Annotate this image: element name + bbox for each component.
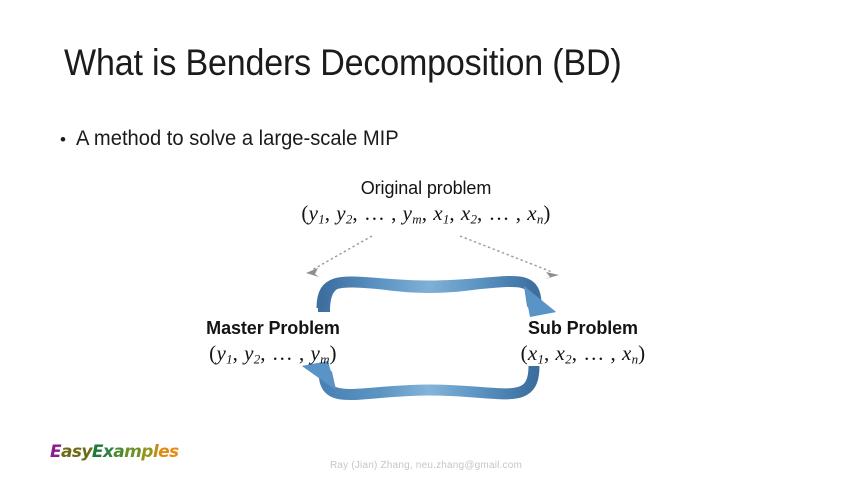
- formula-var: y: [310, 341, 321, 365]
- formula-comma: ,: [421, 201, 434, 225]
- formula-open-paren: (: [209, 341, 217, 365]
- original-to-master-dotted-arrow: [306, 235, 373, 277]
- logo-letter-4: E: [91, 442, 104, 462]
- formula-sub: n: [631, 351, 639, 367]
- formula-close-paren: ): [329, 341, 337, 365]
- master-problem-formula: (y1, y2, … , ym): [168, 341, 378, 368]
- bullet-marker-icon: •: [60, 130, 66, 149]
- formula-sub: 1: [442, 211, 450, 227]
- formula-open-paren: (: [520, 341, 528, 365]
- formula-var: x: [527, 341, 538, 365]
- formula-open-paren: (: [301, 201, 309, 225]
- formula-var: x: [621, 341, 632, 365]
- formula-var: x: [460, 201, 471, 225]
- formula-ellipsis: , … ,: [476, 201, 528, 225]
- logo-letter-6: a: [113, 442, 125, 462]
- formula-sub: 1: [226, 351, 233, 367]
- formula-ellipsis: , … ,: [571, 341, 622, 365]
- formula-sub: 1: [537, 351, 545, 367]
- logo-letter-10: e: [158, 442, 170, 462]
- sub-problem-formula: (x1, x2, … , xn): [478, 341, 688, 368]
- logo-letter-11: s: [169, 442, 179, 462]
- master-to-sub-arrow: [316, 276, 556, 317]
- master-problem-label: Master Problem: [206, 318, 340, 338]
- formula-var: x: [527, 201, 537, 225]
- sub-to-master-arrow: [302, 361, 540, 400]
- logo-letter-0: E: [50, 442, 62, 462]
- formula-comma: ,: [232, 341, 245, 365]
- formula-comma: ,: [324, 201, 337, 225]
- formula-var: y: [308, 201, 319, 225]
- formula-var: y: [402, 201, 413, 225]
- bullet-text: A method to solve a large-scale MIP: [76, 127, 399, 150]
- formula-sub: 2: [565, 351, 572, 367]
- formula-comma: ,: [544, 341, 556, 365]
- list-item: • A method to solve a large-scale MIP: [60, 127, 760, 151]
- formula-var: y: [336, 201, 346, 225]
- logo-letter-9: l: [152, 442, 159, 462]
- formula-sub: m: [320, 351, 330, 367]
- original-problem-label: Original problem: [360, 178, 492, 198]
- formula-var: y: [216, 341, 227, 365]
- master-problem-node: Master Problem (y1, y2, … , ym): [168, 318, 378, 368]
- formula-var: x: [555, 341, 566, 365]
- formula-sub: 1: [318, 211, 325, 227]
- formula-close-paren: ): [638, 341, 646, 365]
- formula-var: y: [244, 341, 254, 365]
- original-problem-formula: (y1, y2, … , ym, x1, x2, … , xn): [276, 201, 576, 228]
- easyexamples-logo: EasyExamples: [50, 444, 179, 461]
- formula-sub: 2: [470, 211, 477, 227]
- formula-var: x: [433, 201, 443, 225]
- logo-letter-1: a: [61, 442, 72, 462]
- formula-ellipsis: , … ,: [260, 341, 311, 365]
- logo-letter-8: p: [141, 442, 153, 462]
- page-title: What is Benders Decomposition (BD): [64, 42, 622, 83]
- formula-sub: 2: [345, 211, 353, 227]
- formula-close-paren: ): [543, 201, 551, 225]
- formula-sub: m: [412, 211, 422, 227]
- formula-sub: 2: [253, 351, 261, 367]
- sub-problem-node: Sub Problem (x1, x2, … , xn): [478, 318, 688, 368]
- formula-sub: n: [536, 211, 544, 227]
- original-to-sub-dotted-arrow: [459, 235, 559, 279]
- logo-letter-5: x: [102, 442, 114, 462]
- sub-problem-label: Sub Problem: [528, 318, 638, 338]
- logo-letter-2: s: [71, 442, 82, 462]
- logo-letter-3: y: [81, 442, 92, 462]
- bullet-list: • A method to solve a large-scale MIP: [60, 127, 760, 151]
- footer-credit: Ray (Jian) Zhang, neu.zhang@gmail.com: [329, 460, 523, 471]
- formula-comma: ,: [449, 201, 461, 225]
- logo-letter-7: m: [124, 442, 142, 462]
- original-problem-node: Original problem (y1, y2, … , ym, x1, x2…: [276, 178, 576, 228]
- formula-ellipsis: , … ,: [352, 201, 403, 225]
